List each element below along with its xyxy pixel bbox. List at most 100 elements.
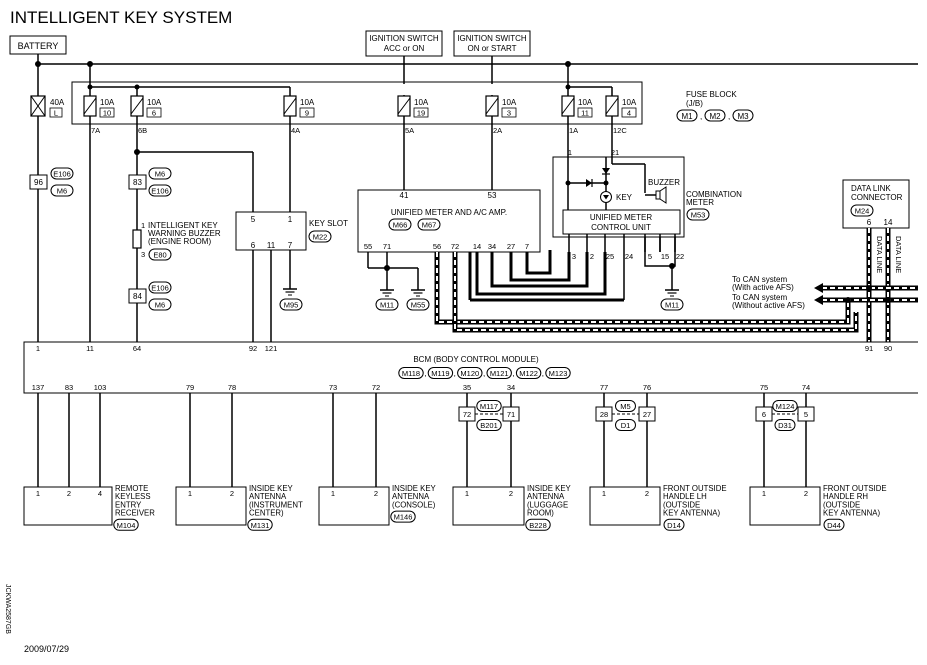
ign-acc-label-1: IGNITION SWITCH: [369, 34, 439, 43]
svg-text:84: 84: [133, 292, 142, 301]
component-name: ANTENNA: [249, 492, 287, 501]
bcm-connector: [427, 367, 454, 379]
component-name: ENTRY: [115, 500, 142, 509]
fuse-terminal: 5A: [405, 126, 414, 135]
svg-text:M2: M2: [709, 112, 721, 121]
data-line-label: DATA LINE: [875, 236, 884, 273]
pin-label: 35: [463, 383, 471, 392]
pin-label: 25: [606, 252, 614, 261]
date-stamp: 2009/07/29: [24, 644, 69, 654]
joint-id-label: D1: [621, 421, 631, 430]
pin-label: 15: [661, 252, 669, 261]
svg-text:41: 41: [400, 191, 409, 200]
pin-label: 72: [463, 410, 471, 419]
component-connector: [823, 518, 845, 531]
battery-label: BATTERY: [18, 41, 59, 51]
component-name: KEYLESS: [115, 492, 151, 501]
pin-label: 77: [600, 383, 608, 392]
pin-label: 34: [507, 383, 515, 392]
pin-label: 76: [643, 383, 651, 392]
svg-text:,: ,: [700, 112, 702, 121]
component-name: FRONT OUTSIDE: [823, 484, 887, 493]
pin-label: 1: [331, 489, 335, 498]
pin-label: 91: [865, 344, 873, 353]
pin-label: 73: [329, 383, 337, 392]
pin-label: 72: [451, 242, 459, 251]
component-box: [175, 486, 247, 526]
bcm-connector-label: M120: [460, 369, 479, 378]
buzzer-symbol: [132, 229, 142, 249]
bcm-label: BCM (BODY CONTROL MODULE): [413, 355, 539, 364]
pin-label: 90: [884, 344, 892, 353]
joint-id-label: D31: [778, 421, 792, 430]
pin-label: 1: [465, 489, 469, 498]
pin-label: 34: [488, 242, 496, 251]
svg-text:21: 21: [611, 148, 619, 157]
pin-label: 2: [804, 489, 808, 498]
bcm-connector: [398, 367, 424, 379]
combination-meter: [552, 156, 685, 238]
svg-text:M11: M11: [665, 301, 679, 310]
svg-text:M66: M66: [393, 221, 408, 230]
svg-text:M11: M11: [380, 301, 394, 310]
pin-label: 3: [572, 252, 576, 261]
svg-text:14: 14: [884, 218, 893, 227]
svg-text:,: ,: [424, 369, 426, 378]
bcm-connector: [457, 367, 483, 379]
bcm-connector-label: M118: [402, 369, 420, 378]
svg-text:,: ,: [512, 369, 514, 378]
svg-text:96: 96: [34, 178, 43, 187]
svg-text:M1: M1: [681, 112, 693, 121]
svg-text:,: ,: [728, 112, 730, 121]
fusible-link-40a: 40A L: [30, 95, 65, 118]
pin-label: 56: [433, 242, 441, 251]
svg-text:E106: E106: [53, 170, 71, 179]
svg-text:DATA LINK: DATA LINK: [851, 184, 891, 193]
bcm-connectors: M118,M119,M120,M121,M122,M123: [398, 367, 571, 379]
ign-on-label-2: ON or START: [467, 44, 516, 53]
ign-on-box: [453, 30, 531, 57]
svg-text:,: ,: [542, 369, 544, 378]
svg-text:,: ,: [454, 369, 456, 378]
svg-text:53: 53: [488, 191, 497, 200]
component-box: [452, 486, 525, 526]
pin-label: 11: [86, 344, 94, 353]
bcm-connector: [515, 367, 542, 379]
joint-id: [476, 419, 502, 431]
fuse-terminal: 6B: [138, 126, 147, 135]
joint-id-label: B201: [480, 421, 498, 430]
fuse-block-connectors: M1 , M2 , M3: [676, 109, 754, 122]
fuse-amp: 10A: [622, 98, 637, 107]
svg-text:M67: M67: [422, 221, 437, 230]
svg-text:E106: E106: [151, 187, 169, 196]
bottom-wires: [37, 393, 807, 487]
pin-label: 1: [36, 489, 40, 498]
fuse-id: 10: [103, 109, 111, 118]
joint-id: [774, 419, 796, 431]
svg-text:,: ,: [483, 369, 485, 378]
pin-label: 64: [133, 344, 141, 353]
data-link-connector: [842, 179, 910, 229]
data-line-label: DATA LINE: [894, 236, 903, 273]
svg-text:M6: M6: [155, 301, 165, 310]
battery-conn-pin: [29, 174, 48, 190]
pin-label: 55: [364, 242, 372, 251]
component-name: FRONT OUTSIDE: [663, 484, 727, 493]
diode-icon: [586, 179, 592, 187]
pin-label: 121: [265, 344, 278, 353]
fuse-id: 3: [507, 109, 511, 118]
component-connector: [247, 518, 273, 531]
component-connector-label: M131: [251, 521, 270, 530]
component-name: REMOTE: [115, 484, 148, 493]
pin-label: 7: [525, 242, 529, 251]
key-slot-label: KEY SLOT: [309, 219, 348, 228]
joint-id: [615, 400, 636, 412]
component-name: (OUTSIDE: [663, 500, 700, 509]
